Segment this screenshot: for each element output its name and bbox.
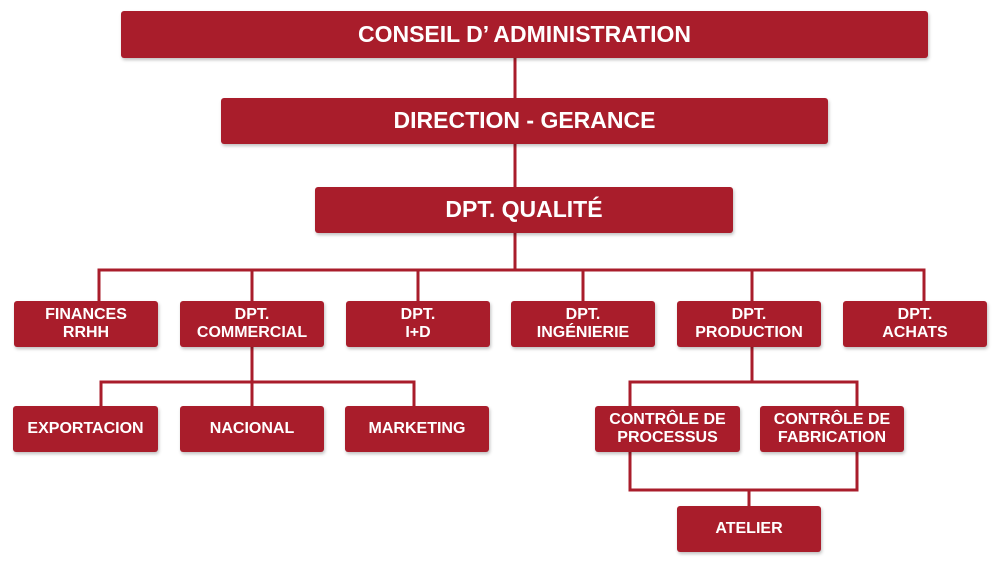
unit-line2: FABRICATION bbox=[777, 429, 887, 446]
department-line1: DPT. bbox=[897, 306, 933, 324]
unit-label: MARKETING bbox=[368, 420, 466, 438]
unit-line1: CONTRÔLE DE bbox=[773, 411, 891, 429]
department-finances: FINANCES RRHH bbox=[14, 301, 158, 347]
department-line2: PRODUCTION bbox=[695, 324, 803, 341]
unit-atelier: ATELIER bbox=[677, 506, 821, 552]
department-line1: DPT. bbox=[234, 306, 270, 324]
department-line1: FINANCES bbox=[45, 306, 127, 324]
board-label: CONSEIL D’ ADMINISTRATION bbox=[357, 20, 692, 47]
department-line2: COMMERCIAL bbox=[196, 324, 308, 341]
department-line2: ACHATS bbox=[882, 324, 948, 341]
unit-line2: PROCESSUS bbox=[617, 429, 718, 446]
department-line2: RRHH bbox=[62, 324, 110, 341]
department-line1: DPT. bbox=[731, 306, 767, 324]
department-rd: DPT. I+D bbox=[346, 301, 490, 347]
unit-label: EXPORTACION bbox=[27, 420, 144, 438]
department-commercial: DPT. COMMERCIAL bbox=[180, 301, 324, 347]
unit-nacional: NACIONAL bbox=[180, 406, 324, 452]
direction-label: DIRECTION - GERANCE bbox=[393, 107, 656, 134]
quality-box: DPT. QUALITÉ bbox=[315, 187, 733, 233]
department-line1: DPT. bbox=[400, 306, 436, 324]
department-line2: I+D bbox=[405, 324, 431, 341]
unit-exportacion: EXPORTACION bbox=[13, 406, 158, 452]
department-line2: INGÉNIERIE bbox=[536, 324, 630, 341]
unit-label: NACIONAL bbox=[209, 420, 295, 438]
department-engineering: DPT. INGÉNIERIE bbox=[511, 301, 655, 347]
unit-process-control: CONTRÔLE DE PROCESSUS bbox=[595, 406, 740, 452]
unit-marketing: MARKETING bbox=[345, 406, 489, 452]
direction-box: DIRECTION - GERANCE bbox=[221, 98, 828, 144]
department-line1: DPT. bbox=[565, 306, 601, 324]
quality-label: DPT. QUALITÉ bbox=[445, 196, 603, 223]
board-box: CONSEIL D’ ADMINISTRATION bbox=[121, 11, 928, 58]
unit-label: ATELIER bbox=[715, 520, 783, 538]
unit-line1: CONTRÔLE DE bbox=[609, 411, 726, 429]
department-production: DPT. PRODUCTION bbox=[677, 301, 821, 347]
unit-fabrication-control: CONTRÔLE DE FABRICATION bbox=[760, 406, 904, 452]
department-purchasing: DPT. ACHATS bbox=[843, 301, 987, 347]
